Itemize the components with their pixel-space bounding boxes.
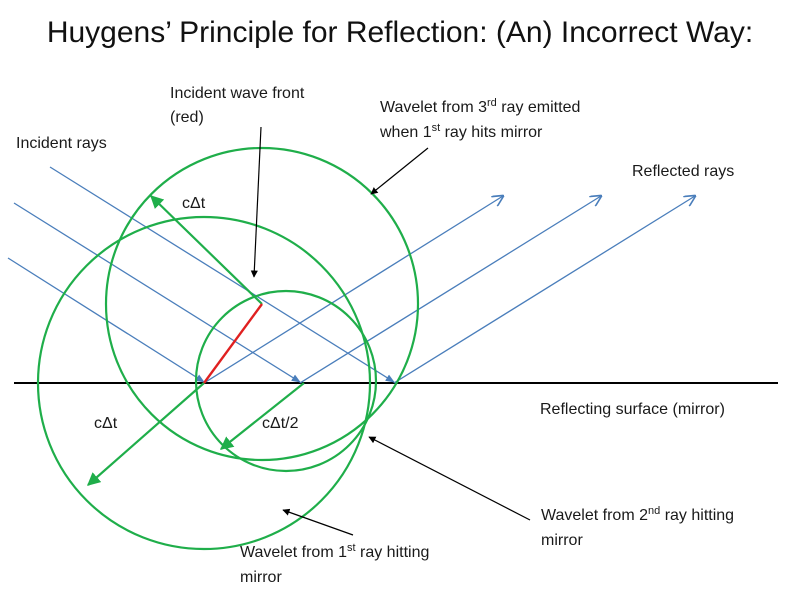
label-wavelet2-line1: Wavelet from 2nd ray hitting <box>541 505 734 524</box>
pointer-wavefront <box>250 126 262 278</box>
label-incident-front-line2: (red) <box>170 109 204 126</box>
incident-ray-3 <box>49 166 395 383</box>
reflected-ray-1 <box>203 196 503 384</box>
wavelet-3rd-ray <box>104 146 420 462</box>
pointer-wavelet-2 <box>368 436 531 521</box>
incident-ray-2 <box>13 202 301 383</box>
radius-arrow-top <box>150 195 263 305</box>
label-wavelet1-line2: mirror <box>240 569 282 586</box>
label-c-dt-left: cΔt <box>94 415 118 432</box>
reflected-ray-3 <box>393 196 695 384</box>
radius-arrow-left <box>87 382 205 486</box>
pointer-arrows <box>250 126 531 536</box>
label-mirror: Reflecting surface (mirror) <box>540 401 725 418</box>
label-c-dt-top: cΔt <box>182 195 206 212</box>
label-c-dt-half: cΔt/2 <box>262 415 299 432</box>
wavelet-2nd-ray <box>194 289 378 473</box>
radius-arrow-half <box>219 382 305 450</box>
label-wavelet3-line1: Wavelet from 3rd ray emitted <box>380 97 580 116</box>
pointer-wavelet-3 <box>370 147 429 195</box>
label-incident-front-line1: Incident wave front <box>170 85 305 102</box>
wavelet-1st-ray <box>36 215 372 551</box>
label-incident-rays: Incident rays <box>16 135 107 152</box>
label-wavelet1-line1: Wavelet from 1st ray hitting <box>240 542 429 561</box>
pointer-wavelet-1 <box>282 508 354 536</box>
reflected-rays <box>203 196 695 384</box>
label-wavelet2-line2: mirror <box>541 532 583 549</box>
label-wavelet3-line2: when 1st ray hits mirror <box>379 122 543 141</box>
wavelets <box>36 146 420 551</box>
reflected-ray-2 <box>299 196 601 384</box>
label-reflected-rays: Reflected rays <box>632 163 734 180</box>
radius-arrows <box>87 195 305 486</box>
incident-wave-front <box>203 303 263 384</box>
page-title: Huygens’ Principle for Reflection: (An) … <box>47 16 753 49</box>
